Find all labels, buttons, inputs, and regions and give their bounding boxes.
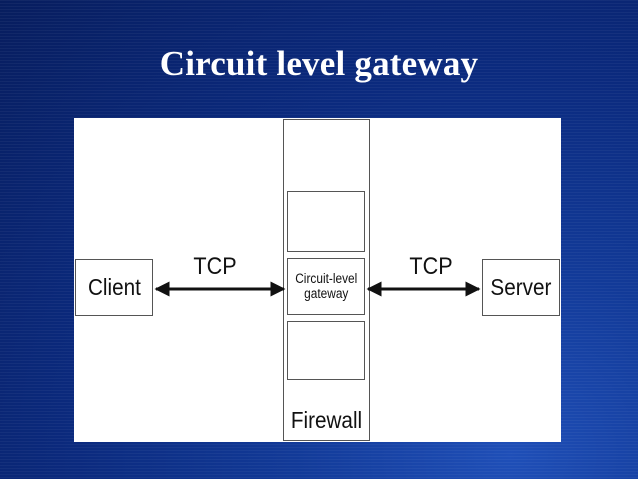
client-label: Client [87, 274, 141, 300]
server-label: Server [490, 274, 552, 300]
gateway-box: Circuit-level gateway [287, 258, 365, 315]
firewall-label: Firewall [290, 407, 363, 433]
firewall-slot-bottom [287, 321, 365, 380]
slide-title: Circuit level gateway [159, 44, 479, 83]
left-tcp-label: TCP [193, 253, 237, 280]
gateway-label-line2: gateway [303, 285, 349, 301]
firewall-slot-top [287, 191, 365, 252]
connection-arrows [154, 281, 481, 297]
diagram-canvas: Firewall Circuit-level gateway Client Se… [74, 118, 561, 442]
gateway-label-line1: Circuit-level [294, 271, 358, 287]
firewall-column: Firewall [283, 119, 370, 441]
server-box: Server [482, 259, 560, 316]
client-box: Client [75, 259, 153, 316]
right-tcp-label: TCP [409, 253, 453, 280]
